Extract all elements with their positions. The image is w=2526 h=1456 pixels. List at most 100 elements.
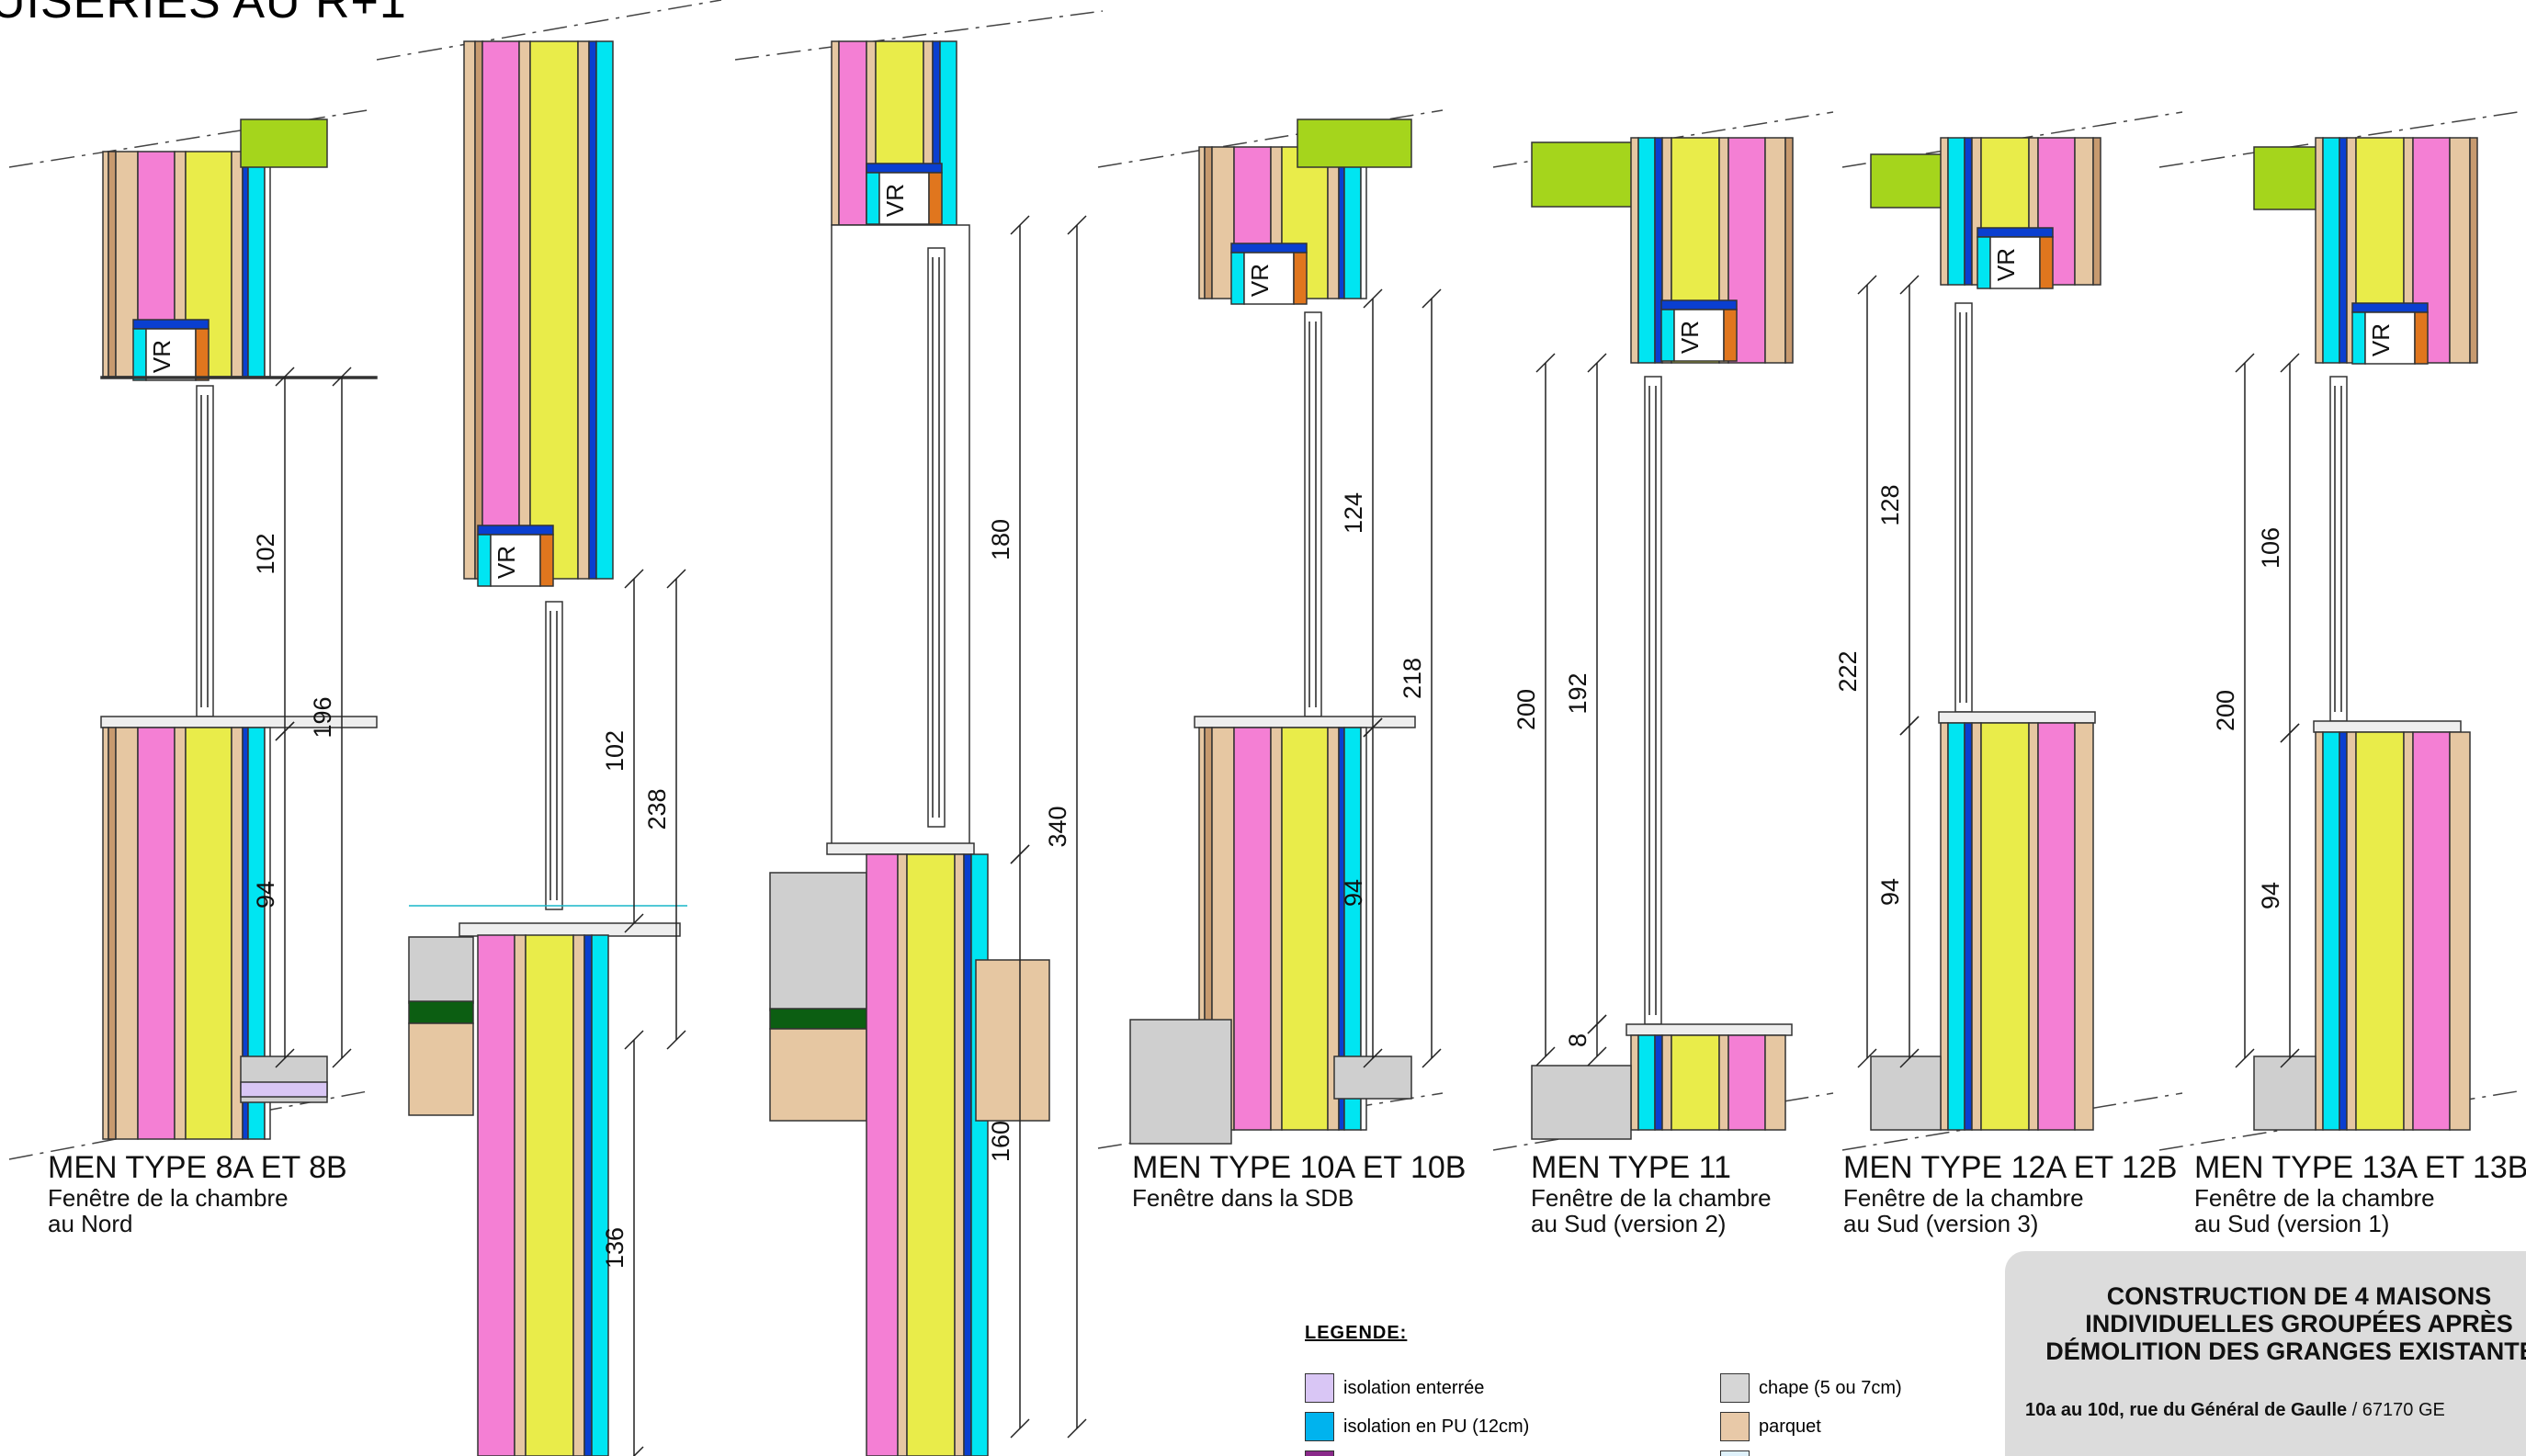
title-block-line3: DÉMOLITION DES GRANGES EXISTANTES <box>2045 1337 2526 1365</box>
s5-shutter-label: VR <box>1676 321 1704 354</box>
s4-wall-bottom-layer-3 <box>1233 727 1272 1131</box>
s6-wall-bottom-layer-1 <box>1947 722 1965 1131</box>
s2-dim-b-tick-top <box>666 569 686 589</box>
s2-cut-top <box>376 0 722 61</box>
s3-dim-c-tick-top <box>1010 844 1030 864</box>
s4-dim-b-label: 218 <box>1399 658 1426 699</box>
address-street: 10a au 10d, rue du Général de Gaulle <box>2025 1400 2348 1420</box>
s1-wall-top-layer-1 <box>108 151 117 378</box>
s2-shutter-box-side <box>477 534 492 587</box>
s3-wall-top-layer-1 <box>838 40 867 226</box>
s7-dim-b-tick-bottom <box>2235 1048 2255 1068</box>
s6-window-frame <box>1954 302 1973 713</box>
s6-wall-top-layer-0 <box>1940 137 1949 286</box>
s6-shutter-box-body <box>1989 236 2041 289</box>
s4-wall-top-layer-0 <box>1198 146 1206 299</box>
s4-sill <box>1194 716 1416 728</box>
section-subtitle-12-line1: Fenêtre de la chambre <box>1843 1184 2084 1212</box>
s6-dim-a-tick-top <box>1899 275 1920 295</box>
s2-dim-b-label: 238 <box>643 788 671 830</box>
s6-shutter-box-side <box>1977 236 1991 289</box>
s5-floor-slab <box>1531 141 1636 208</box>
s2-wall-top-layer-5 <box>577 40 590 580</box>
s2-joist <box>408 1022 474 1116</box>
s1-wall-top-layer-9 <box>264 151 271 378</box>
s5-wall-top-layer-8 <box>1784 137 1794 364</box>
s3-shutter-box-body <box>878 172 930 225</box>
s5-dim-a-label: 200 <box>1512 689 1540 730</box>
s7-wall-bottom-layer-6 <box>2412 731 2451 1131</box>
s7-shutter-box-side <box>2351 311 2366 365</box>
s1-dim-a-tick-top <box>275 367 295 387</box>
s1-dim-b-tick-top <box>332 367 352 387</box>
s4-shutter-box-top <box>1230 243 1308 254</box>
s2-wall-top-layer-4 <box>529 40 579 580</box>
s2-wall-bottom-layer-4 <box>583 934 593 1456</box>
s1-dim-b-tick-bottom <box>332 1048 352 1068</box>
s6-dim-c-label: 94 <box>1876 878 1904 906</box>
s6-dim-c-tick-bottom <box>1899 1048 1920 1068</box>
s7-wall-bottom-layer-4 <box>2355 731 2405 1131</box>
s4-shutter-box-seal <box>1293 252 1308 305</box>
s4-dim-a-label: 124 <box>1340 492 1367 534</box>
s7-dim-b-tick-top <box>2235 353 2255 373</box>
section-title-8: MEN TYPE 8A ET 8B <box>48 1150 347 1185</box>
legend-title: LEGENDE: <box>1305 1323 1408 1343</box>
s5-shutter-box-seal <box>1723 309 1738 362</box>
s3-wall-bottom-layer-1 <box>897 853 908 1456</box>
s3-shutter-box-side <box>866 172 880 225</box>
s2-window-frame <box>545 601 563 910</box>
s3-joist <box>769 1028 867 1122</box>
s7-wall-bottom-layer-3 <box>2346 731 2357 1131</box>
s4-wall-bottom-layer-5 <box>1281 727 1329 1131</box>
s2-shutter-box-body <box>490 534 541 587</box>
s5-wall-top-layer-1 <box>1637 137 1656 364</box>
s6-wall-bottom-layer-3 <box>1971 722 1982 1131</box>
legend-label: parquet <box>1759 1416 1821 1437</box>
s3-sill <box>826 842 975 855</box>
s6-wall-bottom-layer-0 <box>1940 722 1949 1131</box>
s7-wall-top-layer-8 <box>2469 137 2478 364</box>
legend-swatch <box>1305 1450 1334 1456</box>
s6-wall-bottom-layer-7 <box>2074 722 2094 1131</box>
s3-dim-b-tick-top <box>1067 215 1087 235</box>
legend-label: isolation enterrée <box>1343 1377 1485 1398</box>
s3-wall-top-layer-0 <box>831 40 840 226</box>
s3-dim-b-tick-bottom <box>1067 1418 1087 1439</box>
s4-wall-top-layer-9 <box>1360 146 1367 299</box>
s1-shutter-box-side <box>132 328 147 381</box>
legend-swatch <box>1720 1450 1750 1456</box>
s1-dim-c-label: 94 <box>252 881 279 909</box>
s1-dim-b-label: 196 <box>309 696 336 738</box>
s7-wall-bottom-layer-5 <box>2403 731 2414 1131</box>
s7-screed <box>2253 1055 2316 1131</box>
s5-shutter-box-body <box>1673 309 1725 362</box>
legend-swatch <box>1305 1412 1334 1441</box>
s5-wall-bottom-layer-3 <box>1661 1034 1672 1131</box>
s1-shutter-box-top <box>132 319 210 330</box>
s5-sill <box>1625 1023 1793 1036</box>
legend-item-cut <box>1305 1450 1343 1456</box>
s6-wall-top-layer-2 <box>1964 137 1973 286</box>
s4-wall-top-layer-7 <box>1338 146 1345 299</box>
section-subtitle-11-line1: Fenêtre de la chambre <box>1531 1184 1772 1212</box>
s3-wall-bottom-layer-3 <box>954 853 965 1456</box>
s3-dim-b-label: 340 <box>1044 806 1071 847</box>
s3-shutter-box-top <box>866 163 943 174</box>
section-subtitle-12-line2: au Sud (version 3) <box>1843 1210 2039 1237</box>
s1-dim-c-tick-bottom <box>275 1048 295 1068</box>
s3-wall-bottom-layer-4 <box>963 853 972 1456</box>
s2-shutter-box-seal <box>539 534 554 587</box>
s2-wall-bottom-layer-2 <box>525 934 574 1456</box>
s6-screed <box>1870 1055 1942 1131</box>
s5-wall-bottom-layer-7 <box>1764 1034 1786 1131</box>
title-block-address: 10a au 10d, rue du Général de Gaulle / 6… <box>2025 1400 2445 1421</box>
s2-wall-top-layer-1 <box>474 40 483 580</box>
s2-dim-c-tick-top <box>624 1030 644 1050</box>
s6-wall-top-layer-8 <box>2092 137 2101 286</box>
legend-swatch <box>1720 1412 1750 1441</box>
section-title-10: MEN TYPE 10A ET 10B <box>1132 1150 1467 1185</box>
s1-wall-top-layer-6 <box>231 151 244 378</box>
s4-dim-b-tick-bottom <box>1422 1048 1442 1068</box>
